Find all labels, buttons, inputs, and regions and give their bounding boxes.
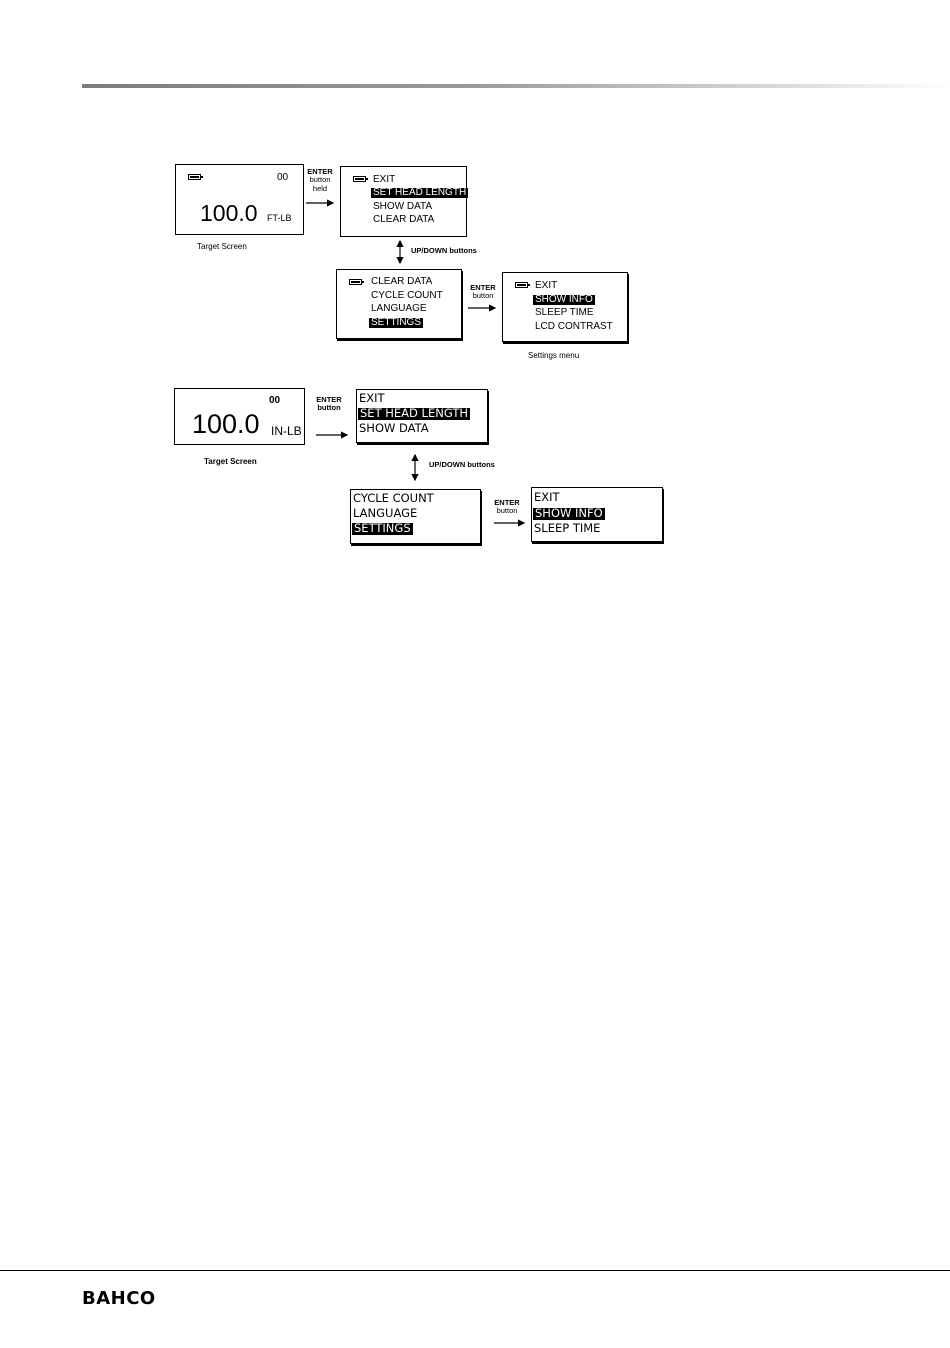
menu-item-exit[interactable]: EXIT [373, 174, 396, 185]
torque-value: 100.0 [192, 409, 260, 439]
updown-label: UP/DOWN buttons [429, 460, 495, 469]
menu-item-show-data[interactable]: SHOW DATA [359, 421, 429, 435]
header-rule [82, 84, 950, 88]
menu-item-exit[interactable]: EXIT [535, 280, 558, 291]
main-menu-screen: EXIT SET HEAD LENGTH SHOW DATA CLEAR DAT… [340, 166, 469, 237]
menu-item-cycle-count[interactable]: CYCLE COUNT [353, 491, 434, 505]
menu-item-exit[interactable]: EXIT [534, 490, 560, 504]
enter-held-label: ENTER button held [307, 167, 333, 193]
menu-item-cycle-count[interactable]: CYCLE COUNT [371, 290, 443, 301]
menu-item-language[interactable]: LANGUAGE [353, 506, 418, 520]
menu-item-sleep-time[interactable]: SLEEP TIME [535, 307, 594, 318]
enter-label: ENTER button [470, 283, 496, 301]
target-screen-caption: Target Screen [204, 457, 257, 466]
menu-item-set-head-length[interactable]: SET HEAD LENGTH [358, 406, 470, 420]
settings-menu-screen: EXIT SHOW INFO SLEEP TIME LCD CONTRAST [502, 272, 628, 342]
menu-item-set-head-length[interactable]: SET HEAD LENGTH [371, 187, 469, 198]
menu-item-exit[interactable]: EXIT [359, 391, 385, 405]
menu-item-settings[interactable]: SETTINGS [369, 317, 424, 328]
counter-readout: 00 [277, 172, 289, 183]
target-screen-ftlb: 00 100.0 FT-LB [175, 164, 304, 235]
settings-menu-screen: EXIT SHOW INFO SLEEP TIME [531, 487, 663, 542]
menu-item-lcd-contrast[interactable]: LCD CONTRAST [535, 321, 613, 332]
target-screen-inlb: 00 100.0 IN-LB [174, 388, 305, 445]
menu-item-sleep-time[interactable]: SLEEP TIME [534, 521, 601, 535]
brand-logo: BAHCO [82, 1288, 156, 1309]
menu-item-show-info[interactable]: SHOW INFO [533, 506, 605, 520]
counter-readout: 00 [269, 395, 281, 406]
enter-label: ENTER button [316, 395, 342, 413]
settings-menu-caption: Settings menu [528, 351, 580, 360]
torque-unit: IN-LB [271, 424, 302, 438]
main-menu-screen: EXIT SET HEAD LENGTH SHOW DATA [356, 389, 488, 443]
torque-unit: FT-LB [267, 213, 292, 223]
menu-item-show-data[interactable]: SHOW DATA [373, 201, 433, 212]
flow-arrows [306, 199, 526, 527]
torque-value: 100.0 [200, 200, 258, 226]
menu-item-settings[interactable]: SETTINGS [352, 521, 413, 535]
menu-item-clear-data[interactable]: CLEAR DATA [371, 276, 433, 287]
menu-item-show-info[interactable]: SHOW INFO [533, 294, 595, 305]
scroll-menu-screen: CYCLE COUNT LANGUAGE SETTINGS [350, 489, 481, 544]
enter-label: ENTER button [494, 498, 520, 516]
menu-item-language[interactable]: LANGUAGE [371, 303, 427, 314]
updown-label: UP/DOWN buttons [411, 246, 477, 255]
menu-item-clear-data[interactable]: CLEAR DATA [373, 214, 435, 225]
battery-icon [515, 282, 530, 288]
target-screen-caption: Target Screen [197, 242, 247, 251]
scroll-menu-screen: CLEAR DATA CYCLE COUNT LANGUAGE SETTINGS [336, 269, 462, 339]
footer-rule [0, 1270, 950, 1271]
battery-icon [349, 279, 364, 285]
battery-icon [188, 174, 203, 180]
battery-icon [353, 176, 368, 182]
